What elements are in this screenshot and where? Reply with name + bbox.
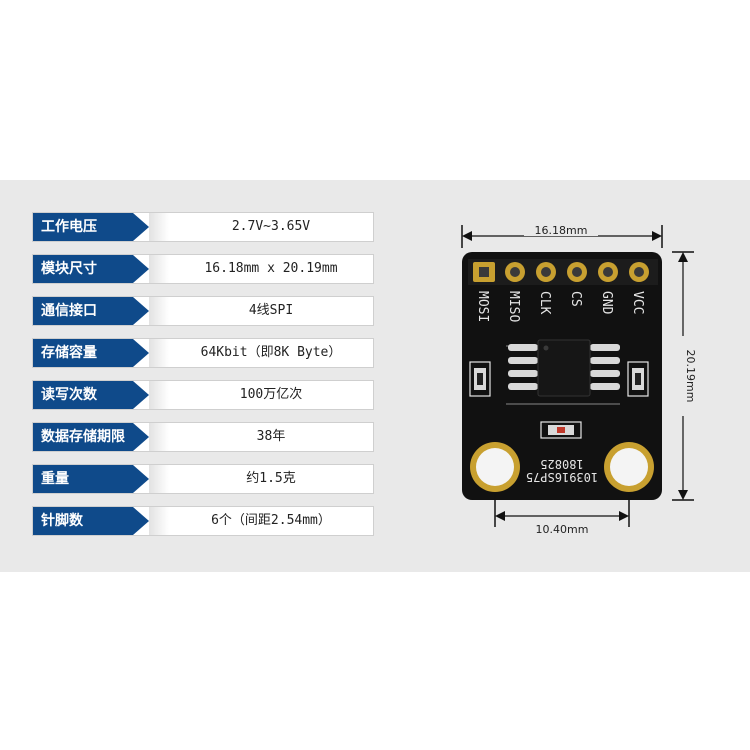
pin-label-mosi: MOSI xyxy=(475,291,490,322)
spec-row-pins: 针脚数 6个（间距2.54mm） xyxy=(32,506,374,536)
spec-label: 模块尺寸 xyxy=(33,255,169,283)
spec-label: 针脚数 xyxy=(33,507,169,535)
height-dimension-label: 20.19mm xyxy=(684,350,697,403)
spec-label: 工作电压 xyxy=(33,213,169,241)
spec-row-voltage: 工作电压 2.7V~3.65V xyxy=(32,212,374,242)
pin-pad xyxy=(505,262,525,282)
spec-value: 100万亿次 xyxy=(239,387,303,402)
spec-label: 数据存储期限 xyxy=(33,423,169,451)
pin-pad xyxy=(473,262,495,282)
spec-value: 2.7V~3.65V xyxy=(231,219,311,234)
pin-label-vcc: VCC xyxy=(630,291,645,314)
pin-label-clk: CLK xyxy=(537,291,552,315)
led-indicator xyxy=(540,421,582,439)
spec-value: 6个（间距2.54mm） xyxy=(211,513,331,528)
spec-value: 约1.5克 xyxy=(246,471,296,486)
hole-spacing-label: 10.40mm xyxy=(536,523,589,536)
spec-value: 16.18mm x 20.19mm xyxy=(204,261,338,276)
pin-pad xyxy=(629,262,649,282)
spec-label: 重量 xyxy=(33,465,169,493)
spec-label: 存储容量 xyxy=(33,339,169,367)
pin-label-gnd: GND xyxy=(599,291,614,315)
spec-value: 4线SPI xyxy=(248,303,294,318)
batch-code-line1: 180825 xyxy=(540,457,583,471)
resistor-left xyxy=(469,361,491,397)
pin-label-cs: CS xyxy=(568,291,583,307)
pin-pad xyxy=(536,262,556,282)
height-dimension: 20.19mm xyxy=(672,251,697,501)
resistor-right xyxy=(627,361,649,397)
width-dimension: 16.18mm xyxy=(461,224,663,248)
spec-row-endurance: 读写次数 100万亿次 xyxy=(32,380,374,410)
spec-row-capacity: 存储容量 64Kbit（即8K Byte） xyxy=(32,338,374,368)
spec-value: 38年 xyxy=(256,429,286,444)
hole-spacing-dimension: 10.40mm xyxy=(494,494,630,536)
spec-label: 通信接口 xyxy=(33,297,169,325)
spec-row-weight: 重量 约1.5克 xyxy=(32,464,374,494)
spec-row-retention: 数据存储期限 38年 xyxy=(32,422,374,452)
pin-label-miso: MISO xyxy=(506,291,521,322)
batch-code: 180825 103916SP75 xyxy=(526,457,598,484)
memory-chip xyxy=(506,339,620,405)
pin-labels: MOSI MISO CLK CS GND VCC xyxy=(475,291,645,322)
spec-row-size: 模块尺寸 16.18mm x 20.19mm xyxy=(32,254,374,284)
header-pins xyxy=(468,259,658,285)
pin-pad xyxy=(567,262,587,282)
spec-label: 读写次数 xyxy=(33,381,169,409)
mounting-hole-right xyxy=(604,442,654,492)
mounting-hole-left xyxy=(470,442,520,492)
batch-code-line2: 103916SP75 xyxy=(526,470,598,484)
spec-value: 64Kbit（即8K Byte） xyxy=(200,345,342,360)
width-dimension-label: 16.18mm xyxy=(535,224,588,237)
pin-pad xyxy=(598,262,618,282)
spec-row-interface: 通信接口 4线SPI xyxy=(32,296,374,326)
